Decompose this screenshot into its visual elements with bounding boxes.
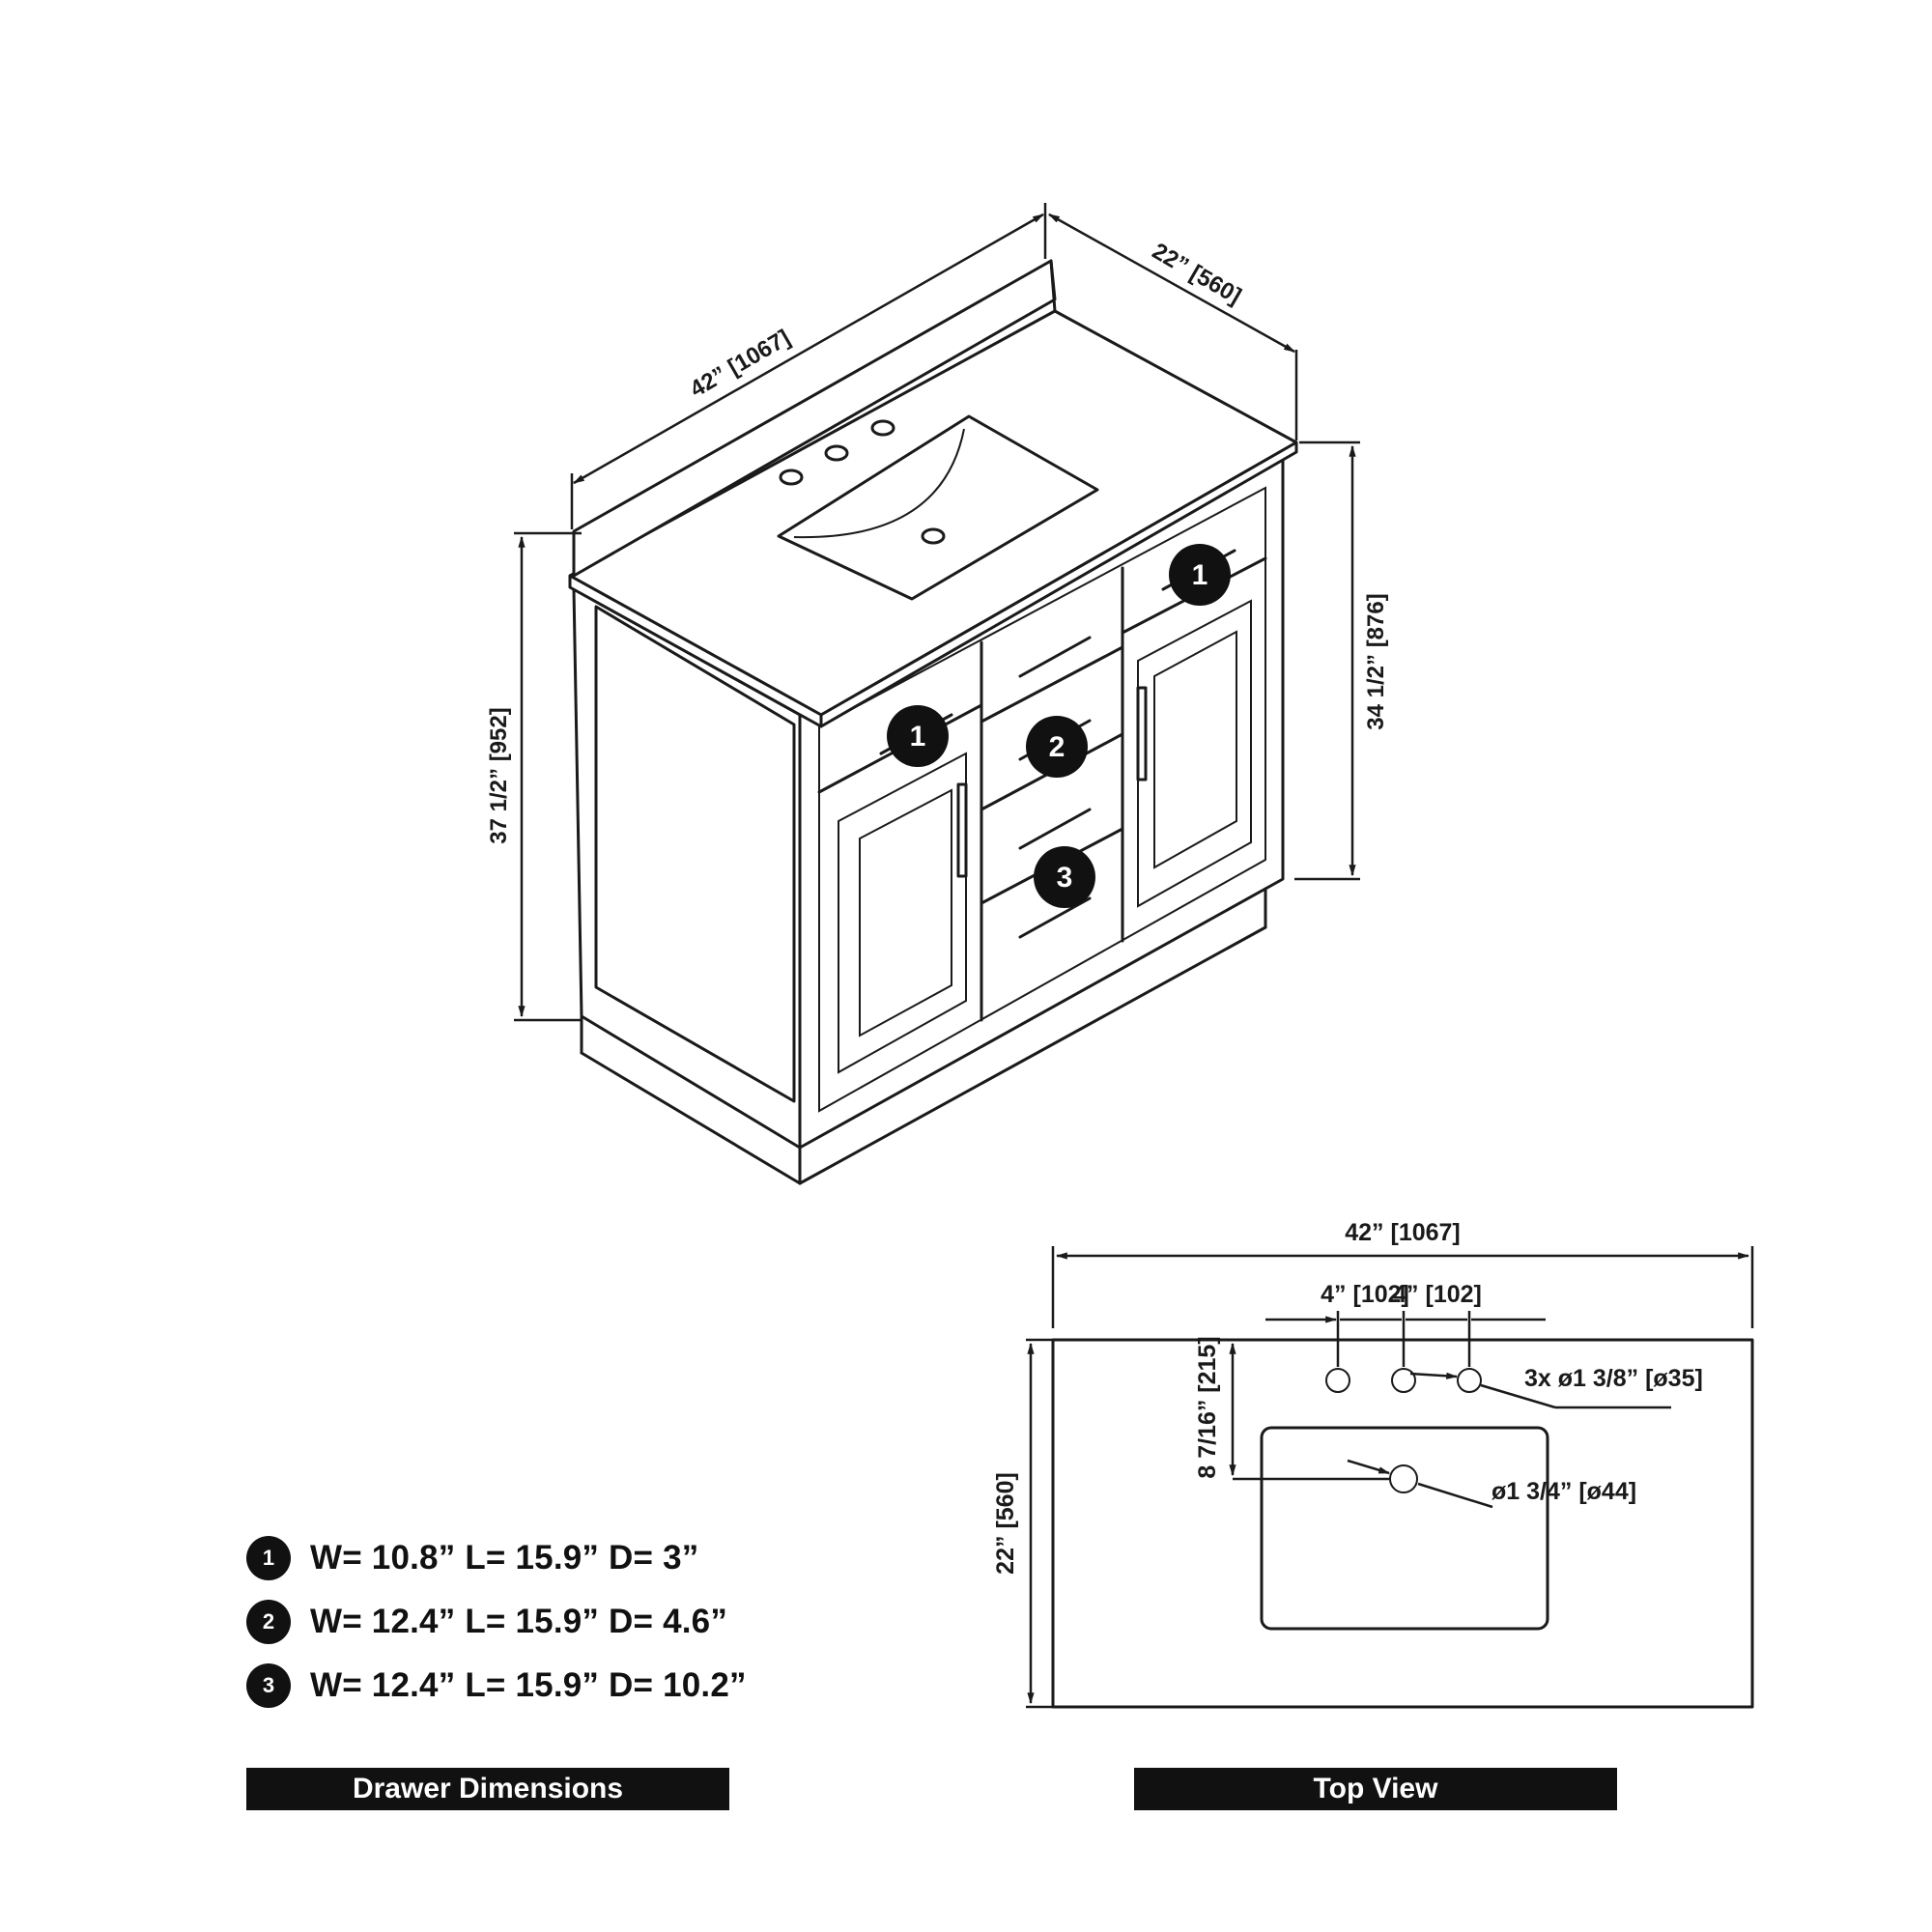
top-spacing-left-label: 4” [102] (1321, 1281, 1409, 1308)
cabinet-body (572, 452, 1285, 1185)
drawer-dimension-row: 3 W= 12.4” L= 15.9” D= 10.2” (246, 1663, 747, 1708)
top-view-banner: Top View (1134, 1768, 1617, 1810)
iso-dimension-lines (514, 203, 1360, 1022)
drawer-number-badge: 3 (246, 1663, 291, 1708)
svg-text:2: 2 (1049, 731, 1065, 763)
top-depth-label: 22” [560] (992, 1472, 1019, 1575)
drawer-number-badge: 1 (246, 1536, 291, 1580)
drawer-badge-3: 3 (1034, 846, 1095, 908)
drawer-dimension-text: W= 12.4” L= 15.9” D= 4.6” (310, 1603, 728, 1640)
top-drain-offset-label: 8 7/16” [215] (1194, 1336, 1221, 1478)
svg-text:3: 3 (1057, 862, 1073, 894)
top-width-label: 42” [1067] (1345, 1219, 1461, 1246)
drawer-badge-1-right: 1 (1169, 544, 1231, 606)
top-drain-label: ø1 3/4” [ø44] (1492, 1478, 1636, 1505)
drawer-dimension-text: W= 10.8” L= 15.9” D= 3” (310, 1539, 699, 1577)
drawer-dimension-text: W= 12.4” L= 15.9” D= 10.2” (310, 1666, 747, 1704)
top-view-drawing (1026, 1246, 1754, 1709)
drawer-dimension-row: 2 W= 12.4” L= 15.9” D= 4.6” (246, 1600, 727, 1644)
drawer-badge-1-left: 1 (887, 705, 949, 767)
iso-cabinet-height-label: 34 1/2” [876] (1363, 593, 1389, 729)
iso-total-height-label: 37 1/2” [952] (486, 707, 512, 843)
iso-width-label: 42” [1067] (686, 325, 795, 403)
svg-text:1: 1 (1192, 559, 1208, 591)
drawer-dimension-row: 1 W= 10.8” L= 15.9” D= 3” (246, 1536, 698, 1580)
drawer-badge-2: 2 (1026, 716, 1088, 778)
drawer-number-badge: 2 (246, 1600, 291, 1644)
iso-depth-label: 22” [560] (1148, 238, 1245, 309)
svg-text:1: 1 (910, 721, 926, 753)
top-spacing-right-label: 4” [102] (1393, 1281, 1482, 1308)
top-faucet-holes-label: 3x ø1 3/8” [ø35] (1524, 1365, 1703, 1392)
drawer-dimensions-banner: Drawer Dimensions (246, 1768, 729, 1810)
